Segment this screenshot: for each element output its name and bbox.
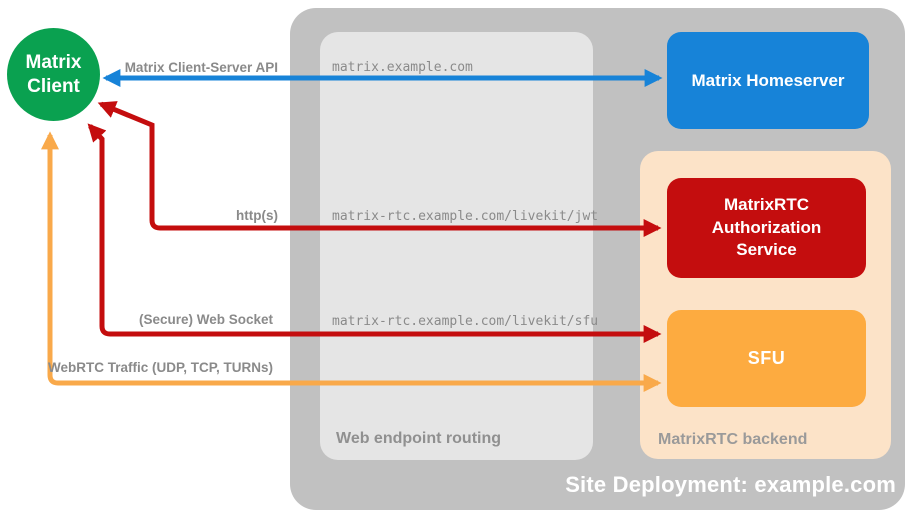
label-client-server-api: Matrix Client-Server API bbox=[124, 60, 278, 75]
sfu-node: SFU bbox=[667, 310, 866, 407]
route-livekit-sfu: matrix-rtc.example.com/livekit/sfu bbox=[332, 314, 599, 329]
matrix-homeserver-node: Matrix Homeserver bbox=[667, 32, 869, 129]
matrixrtc-backend-label: MatrixRTC backend bbox=[658, 431, 808, 448]
label-webrtc-traffic: WebRTC Traffic (UDP, TCP, TURNs) bbox=[47, 360, 273, 375]
web-endpoint-routing-zone: Web endpoint routing bbox=[320, 32, 593, 460]
route-livekit-jwt: matrix-rtc.example.com/livekit/jwt bbox=[332, 209, 599, 224]
web-endpoint-routing-label: Web endpoint routing bbox=[336, 430, 502, 447]
route-matrix-example-com: matrix.example.com bbox=[332, 60, 473, 75]
label-https: http(s) bbox=[236, 208, 278, 223]
site-deployment-label: Site Deployment: example.com bbox=[565, 472, 896, 497]
label-secure-web-socket: (Secure) Web Socket bbox=[138, 312, 273, 327]
matrixrtc-authorization-service-node: MatrixRTC Authorization Service bbox=[667, 178, 866, 278]
matrix-client-node: Matrix Client bbox=[7, 28, 100, 121]
